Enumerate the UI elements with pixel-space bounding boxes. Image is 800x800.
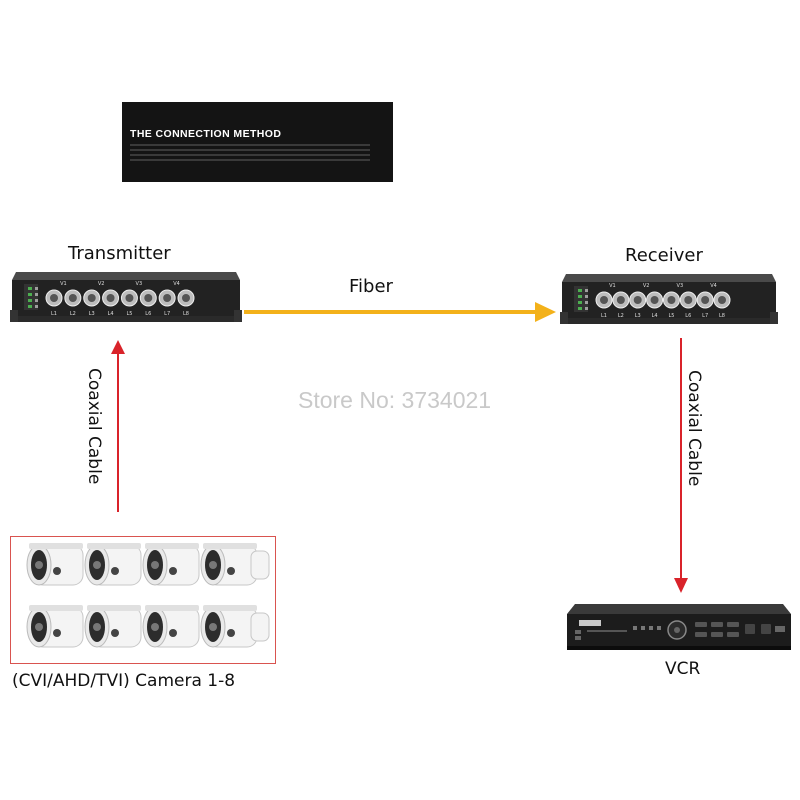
receiver-bnc-port-icon	[679, 291, 697, 309]
transmitter-bnc-port-icon	[45, 289, 63, 307]
receiver-bnc-port-icon	[662, 291, 680, 309]
receiver-group-label: V4	[710, 283, 717, 289]
bullet-camera-icon	[84, 543, 142, 586]
receiver-port-label: L1	[601, 313, 607, 319]
receiver-bnc-port-icon	[646, 291, 664, 309]
receiver-bnc-port-icon	[612, 291, 630, 309]
receiver-port-label: L6	[685, 313, 691, 319]
receiver-port-label: L7	[702, 313, 708, 319]
receiver-port-label: L8	[719, 313, 725, 319]
bullet-camera-icon	[200, 605, 258, 648]
banner-decor-lines	[130, 144, 370, 164]
transmitter-bnc-port-icon	[83, 289, 101, 307]
transmitter-device-icon: L1 L2 L3 L4 L5 L6 L7 L8 V1 V2 V3 V4	[10, 270, 242, 330]
banner-title: THE CONNECTION METHOD	[130, 128, 282, 140]
transmitter-group-label: V1	[60, 281, 67, 287]
vcr-recorder-icon	[565, 596, 793, 658]
transmitter-group-label: V2	[98, 281, 105, 287]
transmitter-port-label: L2	[70, 311, 76, 317]
bullet-camera-icon	[200, 543, 258, 586]
transmitter-port-label: L3	[89, 311, 95, 317]
transmitter-bnc-port-icon	[158, 289, 176, 307]
receiver-group-label: V1	[609, 283, 616, 289]
receiver-bnc-port-icon	[713, 291, 731, 309]
bullet-camera-icon	[26, 543, 84, 586]
transmitter-bnc-port-icon	[177, 289, 195, 307]
transmitter-port-label: L1	[51, 311, 57, 317]
right-coaxial-arrow	[674, 338, 688, 593]
connection-method-banner: THE CONNECTION METHOD	[122, 102, 393, 182]
transmitter-label: Transmitter	[68, 243, 171, 264]
bullet-camera-icon	[142, 543, 200, 586]
left-coaxial-arrow	[111, 340, 125, 512]
transmitter-port-label: L8	[183, 311, 189, 317]
receiver-bnc-port-icon	[696, 291, 714, 309]
transmitter-group-label: V3	[136, 281, 143, 287]
transmitter-bnc-port-icon	[102, 289, 120, 307]
fiber-arrow	[244, 302, 556, 322]
bullet-camera-icon	[26, 605, 84, 648]
camera-group-box	[10, 536, 276, 664]
transmitter-port-label: L7	[164, 311, 170, 317]
fiber-label: Fiber	[349, 276, 393, 297]
right-coaxial-label: Coaxial Cable	[684, 370, 704, 487]
vcr-label: VCR	[665, 659, 701, 679]
transmitter-port-label: L6	[145, 311, 151, 317]
receiver-port-label: L3	[635, 313, 641, 319]
receiver-bnc-port-icon	[595, 291, 613, 309]
transmitter-port-label: L4	[108, 311, 114, 317]
receiver-group-label: V2	[643, 283, 650, 289]
receiver-port-label: L4	[652, 313, 658, 319]
receiver-port-label: L5	[668, 313, 674, 319]
receiver-bnc-port-icon	[629, 291, 647, 309]
transmitter-group-label: V4	[173, 281, 180, 287]
camera-caption: (CVI/AHD/TVI) Camera 1-8	[12, 671, 236, 691]
bullet-camera-icon	[142, 605, 200, 648]
transmitter-bnc-port-icon	[64, 289, 82, 307]
receiver-port-label: L2	[618, 313, 624, 319]
transmitter-bnc-port-icon	[139, 289, 157, 307]
transmitter-bnc-port-icon	[120, 289, 138, 307]
bullet-camera-icon	[84, 605, 142, 648]
receiver-label: Receiver	[625, 245, 703, 266]
transmitter-port-label: L5	[126, 311, 132, 317]
left-coaxial-label: Coaxial Cable	[84, 368, 104, 485]
store-watermark: Store No: 3734021	[298, 387, 492, 413]
receiver-device-icon: L1 L2 L3 L4 L5 L6 L7 L8 V1 V2 V3 V4	[560, 272, 778, 332]
receiver-group-label: V3	[677, 283, 684, 289]
